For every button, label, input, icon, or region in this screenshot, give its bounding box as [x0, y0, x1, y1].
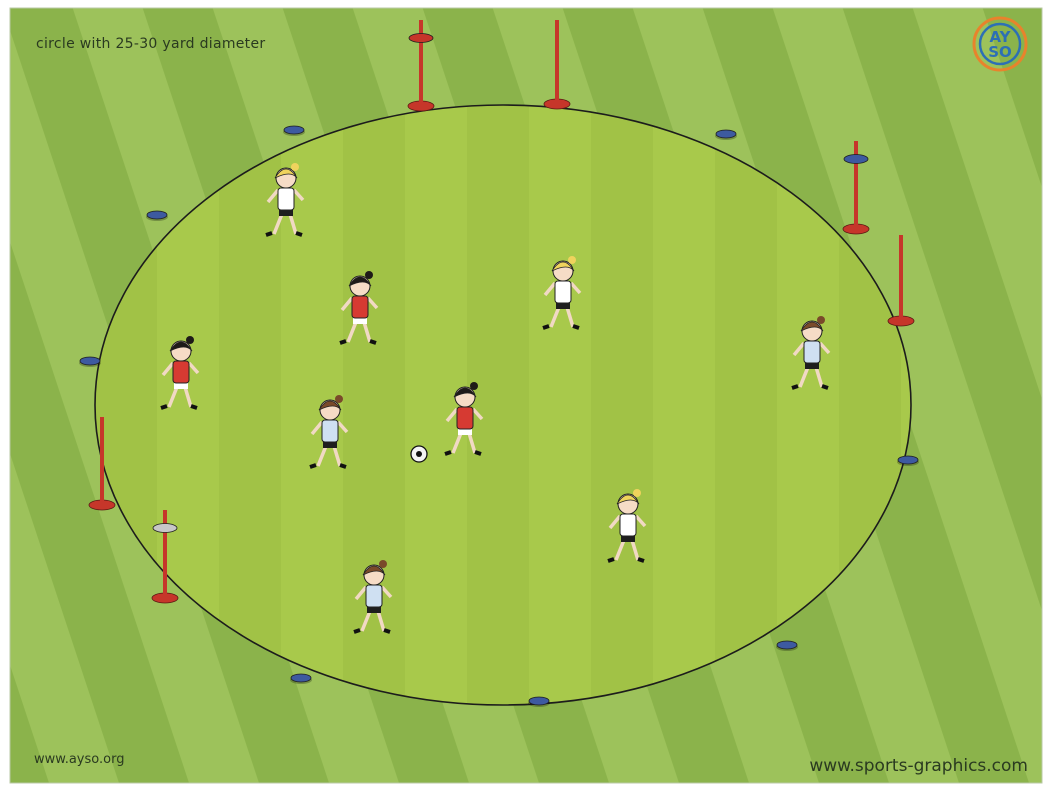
cone-icon	[79, 357, 101, 367]
footer-right-url[interactable]: www.sports-graphics.com	[809, 756, 1028, 776]
cone-icon	[528, 697, 550, 707]
footer-left-url[interactable]: www.ayso.org	[34, 752, 124, 767]
circle-stripe	[343, 100, 405, 720]
cone-icon	[283, 126, 305, 136]
cone-icon	[715, 130, 737, 140]
cone-icon	[776, 641, 798, 651]
cone-icon	[146, 211, 168, 221]
circle-stripe	[467, 100, 529, 720]
circle-stripe	[591, 100, 653, 720]
circle-stripe	[715, 100, 777, 720]
diagram-title: circle with 25-30 yard diameter	[36, 36, 265, 52]
cone-icon	[290, 674, 312, 684]
cone-icon	[897, 456, 919, 466]
soccer-ball-icon	[411, 446, 427, 462]
svg-text:SO: SO	[988, 43, 1012, 61]
